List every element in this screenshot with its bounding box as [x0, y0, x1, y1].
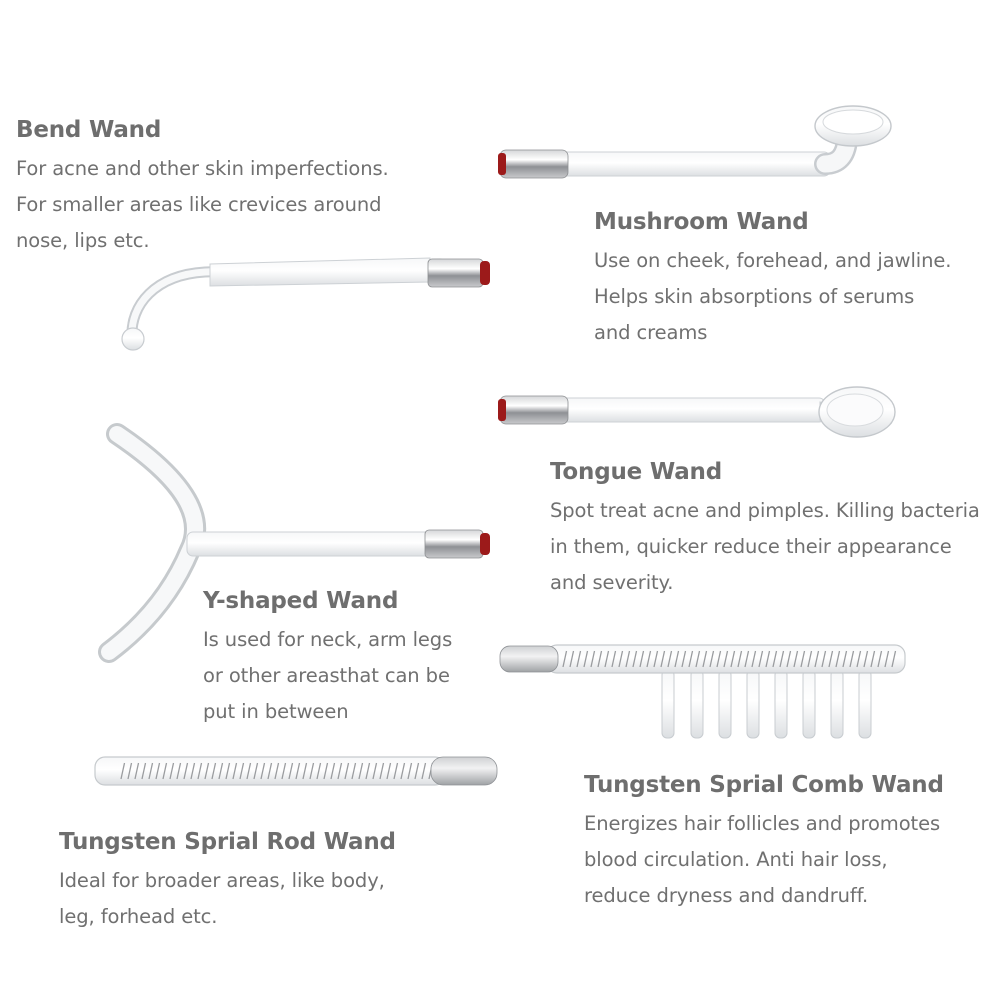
y-shaped-wand-desc-line-2: or other areasthat can be [203, 664, 450, 688]
mushroom-wand-desc-line-3: and creams [594, 321, 708, 345]
tongue-wand-icon [498, 386, 896, 438]
y-shaped-wand-icon [98, 423, 490, 663]
spiral-comb-wand-title: Tungsten Sprial Comb Wand [584, 772, 944, 798]
spiral-comb-wand-section: Tungsten Sprial Comb Wand Energizes hair… [584, 772, 944, 914]
bend-wand-title: Bend Wand [16, 117, 162, 143]
spiral-comb-wand-desc-line-1: Energizes hair follicles and promotes [584, 812, 941, 836]
bend-wand-icon [121, 257, 490, 351]
mushroom-wand-desc-line-1: Use on cheek, forehead, and jawline. [594, 249, 952, 273]
spiral-rod-wand-section: Tungsten Sprial Rod Wand Ideal for broad… [59, 829, 396, 935]
spiral-rod-wand-desc-line-1: Ideal for broader areas, like body, [59, 869, 385, 893]
spiral-comb-wand-desc-line-2: blood circulation. Anti hair loss, [584, 848, 888, 872]
tongue-wand-section: Tongue Wand Spot treat acne and pimples.… [550, 459, 980, 601]
mushroom-wand-icon [498, 105, 892, 179]
spiral-rod-wand-icon [94, 756, 498, 786]
bend-wand-desc-line-2: For smaller areas like crevices around [16, 193, 382, 217]
mushroom-wand-title: Mushroom Wand [594, 209, 809, 235]
spiral-comb-wand-desc-line-3: reduce dryness and dandruff. [584, 884, 869, 908]
bend-wand-desc-line-3: nose, lips etc. [16, 229, 150, 253]
y-shaped-wand-desc-line-3: put in between [203, 700, 349, 724]
mushroom-wand-desc-line-2: Helps skin absorptions of serums [594, 285, 915, 309]
spiral-rod-wand-title: Tungsten Sprial Rod Wand [59, 829, 396, 855]
mushroom-wand-section: Mushroom Wand Use on cheek, forehead, an… [594, 209, 951, 351]
tongue-wand-title: Tongue Wand [550, 459, 722, 485]
bend-wand-section: Bend Wand For acne and other skin imperf… [16, 117, 389, 259]
spiral-comb-wand-icon [499, 644, 906, 739]
y-shaped-wand-title: Y-shaped Wand [203, 588, 399, 614]
y-shaped-wand-desc-line-1: Is used for neck, arm legs [203, 628, 453, 652]
bend-wand-desc-line-1: For acne and other skin imperfections. [16, 157, 389, 181]
tongue-wand-desc-line-1: Spot treat acne and pimples. Killing bac… [550, 499, 980, 523]
spiral-rod-wand-desc-line-2: leg, forhead etc. [59, 905, 218, 929]
tongue-wand-desc-line-2: in them, quicker reduce their appearance [550, 535, 952, 559]
tongue-wand-desc-line-3: and severity. [550, 571, 674, 595]
y-shaped-wand-section: Y-shaped Wand Is used for neck, arm legs… [203, 588, 452, 730]
